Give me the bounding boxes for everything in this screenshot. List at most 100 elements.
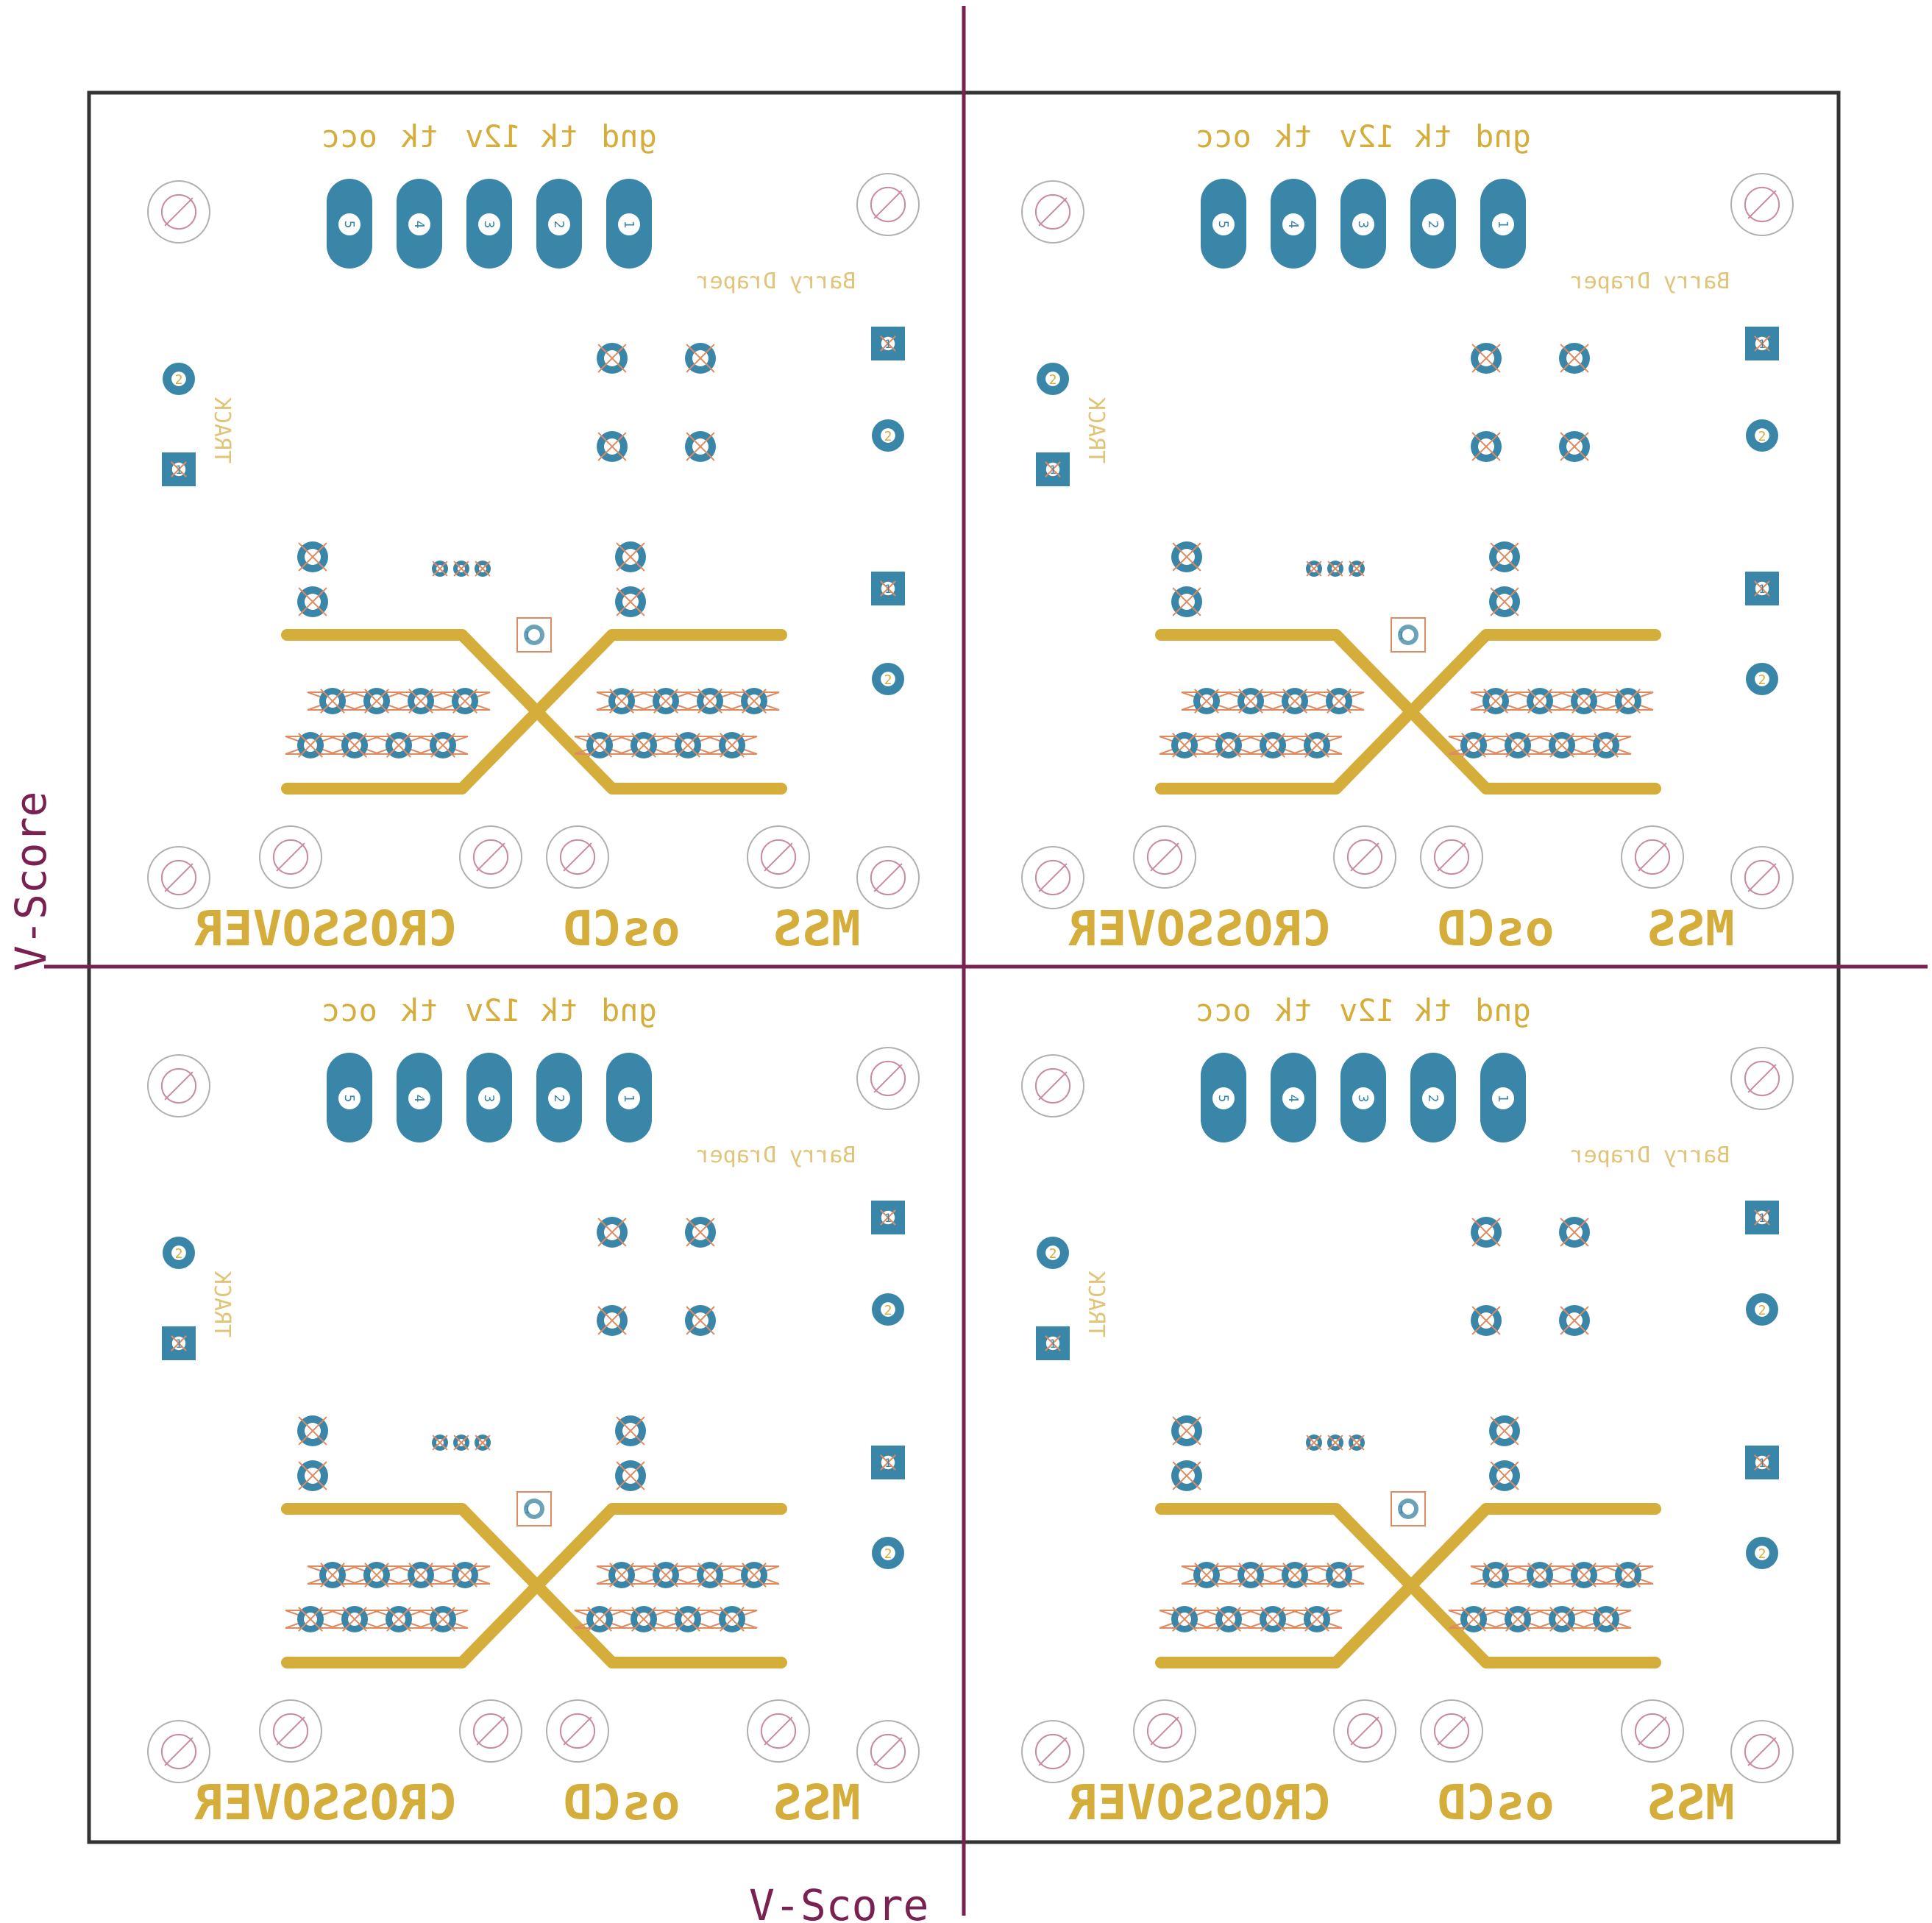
- diode-pad: [408, 688, 434, 714]
- mounting-hole: [1730, 1047, 1794, 1110]
- connector-pin-1: 1: [606, 179, 652, 269]
- title-crossover: CROSSOVER: [194, 1774, 458, 1831]
- diode-pad: [741, 1562, 767, 1588]
- author-credit: Barry Draper: [697, 1142, 856, 1168]
- diode-pad: [1549, 732, 1575, 758]
- square-pad: 1: [871, 1446, 905, 1479]
- diode-pad: [1260, 1606, 1286, 1632]
- relay-pad: [1471, 1305, 1502, 1336]
- relay-pad: [1471, 431, 1502, 462]
- title-mss: MSS: [773, 1774, 860, 1831]
- relay-pad: [685, 431, 716, 462]
- author-credit: Barry Draper: [1571, 269, 1730, 294]
- terminal-pad: 2: [1746, 1537, 1778, 1569]
- diode-pad: [1282, 1562, 1308, 1588]
- diode-pad: [1593, 1606, 1619, 1632]
- diode-pad: [1282, 688, 1308, 714]
- header-label-tk-group: tk: [541, 992, 578, 1028]
- connector-pin-number: 5: [1215, 221, 1231, 229]
- terminal-pad: 2: [872, 663, 904, 695]
- pad-number: 2: [1049, 1246, 1057, 1262]
- component-pad: [1489, 1460, 1520, 1491]
- transistor-pad: [1327, 1435, 1343, 1451]
- diode-pad: [297, 732, 324, 758]
- diode-pad: [1527, 688, 1553, 714]
- title-mss-group: MSS: [1647, 1774, 1734, 1831]
- square-pad: 1: [162, 452, 196, 486]
- mounting-hole: [147, 846, 210, 909]
- header-label-tk-group: tk: [541, 118, 578, 154]
- diode-pad: [1482, 1562, 1509, 1588]
- diode-pad: [1326, 1562, 1352, 1588]
- header-label-gnd: gnd: [601, 118, 657, 154]
- title-mss-group: MSS: [773, 900, 860, 957]
- header-label-tk-group: tk: [1415, 118, 1452, 154]
- connector-pin-2: 2: [536, 179, 582, 269]
- connector-pin-1: 1: [1480, 1053, 1526, 1142]
- mounting-hole: [259, 1699, 322, 1763]
- header-label-12v: 12v: [1339, 992, 1395, 1028]
- connector-pin-number: 2: [1425, 1095, 1441, 1103]
- connector-pin-1: 1: [1480, 179, 1526, 269]
- mounting-hole: [1021, 1720, 1084, 1783]
- mounting-hole: [1333, 825, 1396, 889]
- header-label-occ-group: occ: [1196, 118, 1251, 154]
- square-pad: 1: [1745, 327, 1779, 360]
- relay-pad: [685, 1305, 716, 1336]
- pad-number: 2: [1758, 672, 1766, 688]
- pad-number: 2: [1758, 429, 1766, 444]
- relay-pad: [1559, 431, 1590, 462]
- header-label-12v-group: 12v: [1339, 118, 1395, 154]
- crossover-symbol: [1155, 1503, 1661, 1668]
- header-label-occ: occ: [322, 118, 377, 154]
- transistor-pad: [475, 1435, 491, 1451]
- pad-number: 2: [884, 1546, 892, 1562]
- mounting-hole: [1730, 1720, 1794, 1783]
- header-label-gnd: gnd: [601, 992, 657, 1028]
- title-mss: MSS: [773, 900, 860, 957]
- connector-pin-number: 2: [551, 1095, 567, 1103]
- track-label-group: TRACK: [209, 397, 235, 463]
- author-credit: Barry Draper: [697, 269, 856, 294]
- led-mark: 1: [1398, 1504, 1404, 1516]
- diode-pad: [719, 732, 745, 758]
- header-label-occ: occ: [1196, 992, 1251, 1028]
- diode-pad: [675, 1606, 701, 1632]
- title-mss: MSS: [1647, 1774, 1734, 1831]
- terminal-pad: 2: [872, 1293, 904, 1326]
- header-label-12v: 12v: [1339, 118, 1395, 154]
- connector-pin-number: 4: [411, 1095, 427, 1103]
- header-label-occ: occ: [1196, 118, 1251, 154]
- connector-pin-number: 4: [411, 221, 427, 229]
- diode-pad: [408, 1562, 434, 1588]
- header-label-gnd-group: gnd: [1475, 992, 1531, 1028]
- terminal-pad: 2: [872, 419, 904, 452]
- title-crossover-group: CROSSOVER: [1068, 900, 1332, 957]
- title-crossover: CROSSOVER: [194, 900, 458, 957]
- component-pad: [1171, 541, 1202, 572]
- connector-pin-1: 1: [606, 1053, 652, 1142]
- header-label-tk: tk: [541, 118, 578, 154]
- square-pad: 1: [1036, 1326, 1070, 1360]
- track-label-group: TRACK: [209, 1271, 235, 1337]
- header-label-gnd-group: gnd: [1475, 118, 1531, 154]
- relay-pad: [597, 1305, 628, 1336]
- diode-pad: [608, 688, 635, 714]
- track-label: TRACK: [209, 397, 235, 463]
- connector-pin-number: 3: [481, 1095, 497, 1103]
- component-pad: [1171, 1415, 1202, 1446]
- relay-pad: [597, 1217, 628, 1248]
- mounting-hole: [1420, 825, 1483, 889]
- square-pad: 1: [1745, 1201, 1779, 1234]
- connector-pin-number: 2: [1425, 221, 1441, 229]
- transistor-pad: [453, 1435, 469, 1451]
- mounting-hole: [1621, 1699, 1684, 1763]
- header-label-tk-group: tk: [1275, 118, 1313, 154]
- diode-pad: [1304, 1606, 1330, 1632]
- diode-pad: [697, 688, 723, 714]
- square-pad: 1: [1745, 572, 1779, 605]
- mounting-hole: [1021, 1054, 1084, 1117]
- pad-number: 2: [1758, 1546, 1766, 1562]
